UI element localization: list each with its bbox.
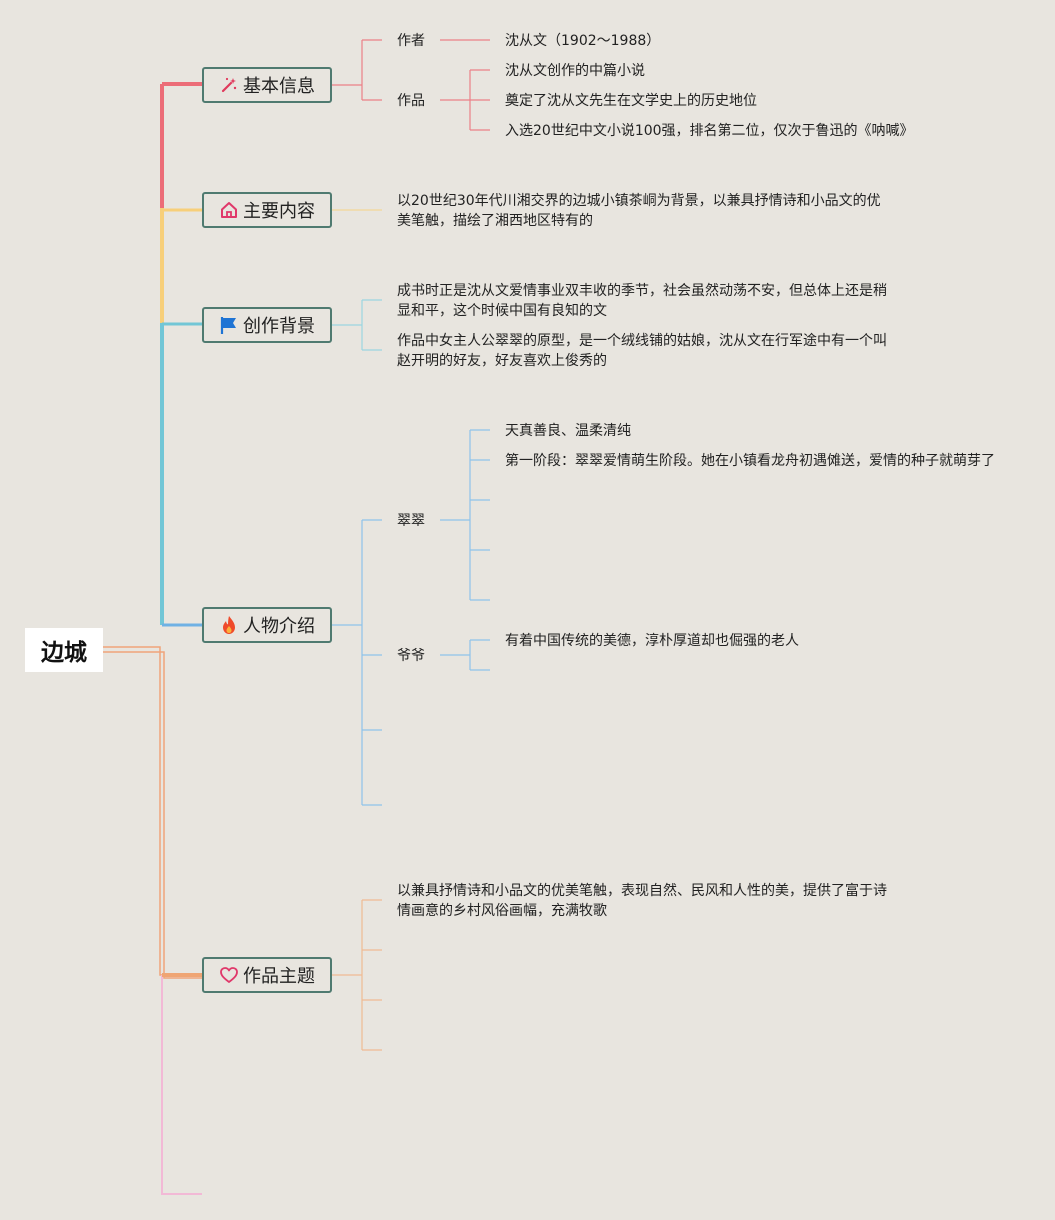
- root-node[interactable]: 边城: [25, 628, 103, 672]
- connectors-background: [332, 299, 382, 351]
- branch-creation-background[interactable]: 创作背景: [202, 307, 332, 343]
- branch-characters[interactable]: 人物介绍: [202, 607, 332, 643]
- main-content-text: 以20世纪30年代川湘交界的边城小镇茶峒为背景，以兼具抒情诗和小品文的优美笔触，…: [397, 193, 881, 229]
- branch-characters-label: 人物介绍: [243, 616, 315, 637]
- branch-basic-info-label: 基本信息: [243, 76, 315, 97]
- character-grandpa-label: 爷爷: [397, 648, 425, 664]
- heart-icon: [220, 967, 238, 983]
- theme-text: 以兼具抒情诗和小品文的优美笔触，表现自然、民风和人性的美，提供了富于诗情画意的乡…: [397, 883, 887, 919]
- branch-main-content-label: 主要内容: [243, 201, 315, 222]
- branch-basic-info[interactable]: 基本信息: [202, 67, 332, 103]
- flame-icon: [223, 616, 235, 634]
- works-label: 作品: [397, 93, 425, 109]
- connectors-basic: [332, 39, 490, 131]
- branch-theme[interactable]: 作品主题: [202, 957, 332, 993]
- connectors-theme: [332, 899, 382, 1051]
- cuicui-trait: 天真善良、温柔清纯: [505, 423, 631, 439]
- root-title: 边城: [41, 640, 87, 666]
- works-item: 入选20世纪中文小说100强，排名第二位，仅次于鲁迅的《呐喊》: [505, 123, 914, 139]
- cuicui-trait: 第一阶段：翠翠爱情萌生阶段。她在小镇看龙舟初遇傩送，爱情的种子就萌芽了: [505, 453, 995, 469]
- character-cuicui-label: 翠翠: [397, 513, 425, 529]
- sparkle-wand-icon: [221, 77, 237, 93]
- background-item: 作品中女主人公翠翠的原型，是一个绒线铺的姑娘，沈从文在行军途中有一个叫赵开明的好…: [397, 333, 887, 369]
- background-item: 成书时正是沈从文爱情事业双丰收的季节，社会虽然动荡不安，但总体上还是稍显和平，这…: [397, 283, 887, 319]
- branch-theme-label: 作品主题: [243, 966, 315, 987]
- grandpa-trait: 有着中国传统的美德，淳朴厚道却也倔强的老人: [505, 633, 799, 649]
- trunk-segment-extra: [161, 975, 202, 1195]
- flag-icon: [220, 317, 236, 334]
- author-value: 沈从文（1902～1988）: [505, 33, 661, 49]
- works-item: 奠定了沈从文先生在文学史上的历史地位: [505, 93, 757, 109]
- author-label: 作者: [397, 33, 425, 49]
- root-connector: [103, 646, 202, 979]
- branch-main-content[interactable]: 主要内容: [202, 192, 332, 228]
- branch-creation-background-label: 创作背景: [243, 316, 315, 337]
- house-icon: [221, 202, 237, 218]
- connectors-characters: [332, 429, 490, 806]
- trunk: [160, 82, 202, 1195]
- works-item: 沈从文创作的中篇小说: [505, 63, 645, 79]
